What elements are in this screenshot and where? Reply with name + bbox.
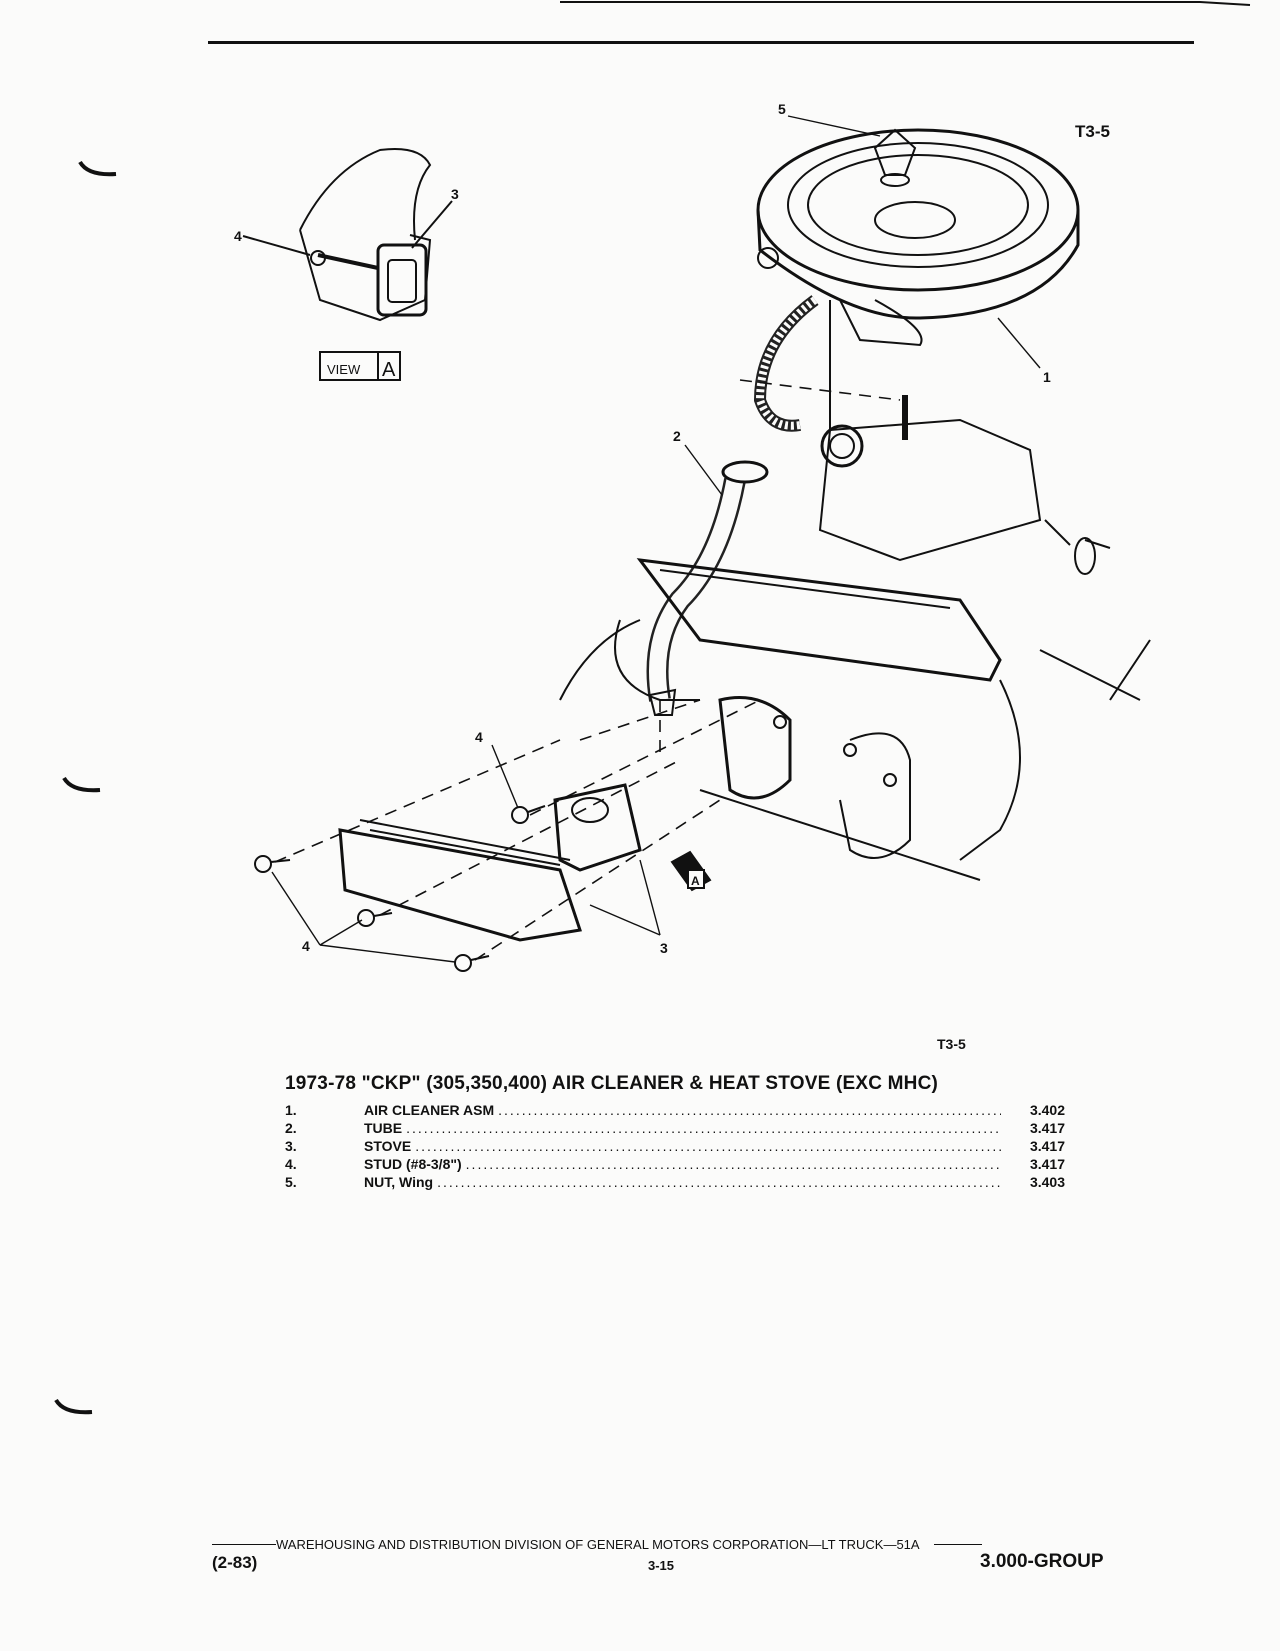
- part-number: 2.: [285, 1120, 297, 1136]
- part-description: TUBE: [364, 1120, 403, 1136]
- exhaust-manifold: [699, 696, 981, 881]
- part-number: 5.: [285, 1174, 297, 1190]
- leader-dots: ........................................…: [415, 1138, 1001, 1154]
- binder-hole-mark: [78, 160, 117, 177]
- binder-hole-mark: [62, 776, 101, 793]
- tube: [646, 460, 769, 716]
- assembly-leader-lines: [274, 379, 901, 961]
- view-label-word: VIEW: [327, 362, 361, 377]
- part-description: NUT, Wing: [364, 1174, 434, 1190]
- callout-label: 3: [660, 940, 668, 956]
- parts-list-row: 4. STUD (#8-3/8") ......................…: [285, 1155, 1065, 1173]
- callout-label: 4: [302, 938, 310, 954]
- footer-date: (2-83): [212, 1553, 258, 1572]
- part-description: STOVE: [364, 1138, 412, 1154]
- binder-hole-mark: [54, 1398, 93, 1415]
- leader-dots: ........................................…: [465, 1156, 1001, 1172]
- callout-label: 5: [778, 101, 786, 117]
- diagram-title: 1973-78 "CKP" (305,350,400) AIR CLEANER …: [285, 1073, 939, 1094]
- part-group-ref: 3.417: [1029, 1156, 1065, 1172]
- callout-label: 2: [673, 428, 681, 444]
- view-a-inset: [242, 148, 453, 381]
- figure-code-caption: T3-5: [937, 1036, 966, 1052]
- hose: [753, 295, 819, 432]
- callout-label: 4: [475, 729, 483, 745]
- part-number: 1.: [285, 1102, 297, 1118]
- page-number: 3-15: [648, 1558, 675, 1573]
- group-number: 3.000-GROUP: [980, 1551, 1104, 1572]
- part-description: AIR CLEANER ASM: [364, 1102, 495, 1118]
- carburetor: [818, 395, 1111, 575]
- engine-valve-cover: [559, 558, 1151, 861]
- view-label-letter: A: [382, 359, 396, 381]
- footer-rule: [212, 1544, 276, 1545]
- leader-dots: ........................................…: [498, 1102, 1001, 1118]
- parts-list-row: 2. TUBE ................................…: [285, 1119, 1065, 1137]
- footer-publisher-line: WAREHOUSING AND DISTRIBUTION DIVISION OF…: [212, 1537, 1160, 1552]
- parts-list-row: 5. NUT, Wing ...........................…: [285, 1173, 1065, 1191]
- leader-dots: ........................................…: [437, 1174, 1001, 1190]
- exploded-parts-diagram: 5 1 2 3 4 4 3 4 VIEW A A: [234, 101, 1151, 972]
- part-number: 4.: [285, 1156, 297, 1172]
- parts-list: 1. AIR CLEANER ASM .....................…: [285, 1101, 1065, 1191]
- heat-stove: [338, 783, 642, 942]
- view-a-arrow: [670, 850, 712, 892]
- callout-leaders: [271, 115, 1041, 963]
- callout-label: 4: [234, 228, 242, 244]
- view-arrow-letter: A: [691, 874, 700, 888]
- part-group-ref: 3.417: [1029, 1138, 1065, 1154]
- leader-dots: ........................................…: [406, 1120, 1001, 1136]
- callout-label: 1: [1043, 369, 1051, 385]
- part-description: STUD (#8-3/8"): [364, 1156, 462, 1172]
- figure-code: T3-5: [1075, 122, 1110, 141]
- part-number: 3.: [285, 1138, 297, 1154]
- studs: [254, 805, 546, 972]
- parts-list-row: 3. STOVE ...............................…: [285, 1137, 1065, 1155]
- part-group-ref: 3.403: [1029, 1174, 1065, 1190]
- footer-publisher: WAREHOUSING AND DISTRIBUTION DIVISION OF…: [276, 1537, 920, 1552]
- header-rule: [208, 41, 1194, 44]
- part-group-ref: 3.402: [1029, 1102, 1065, 1118]
- parts-list-row: 1. AIR CLEANER ASM .....................…: [285, 1101, 1065, 1119]
- air-cleaner-assembly: [756, 128, 1080, 430]
- part-group-ref: 3.417: [1029, 1120, 1065, 1136]
- footer-rule: [933, 1544, 982, 1545]
- page-edge-mark: [560, 0, 1251, 6]
- callout-label: 3: [451, 186, 459, 202]
